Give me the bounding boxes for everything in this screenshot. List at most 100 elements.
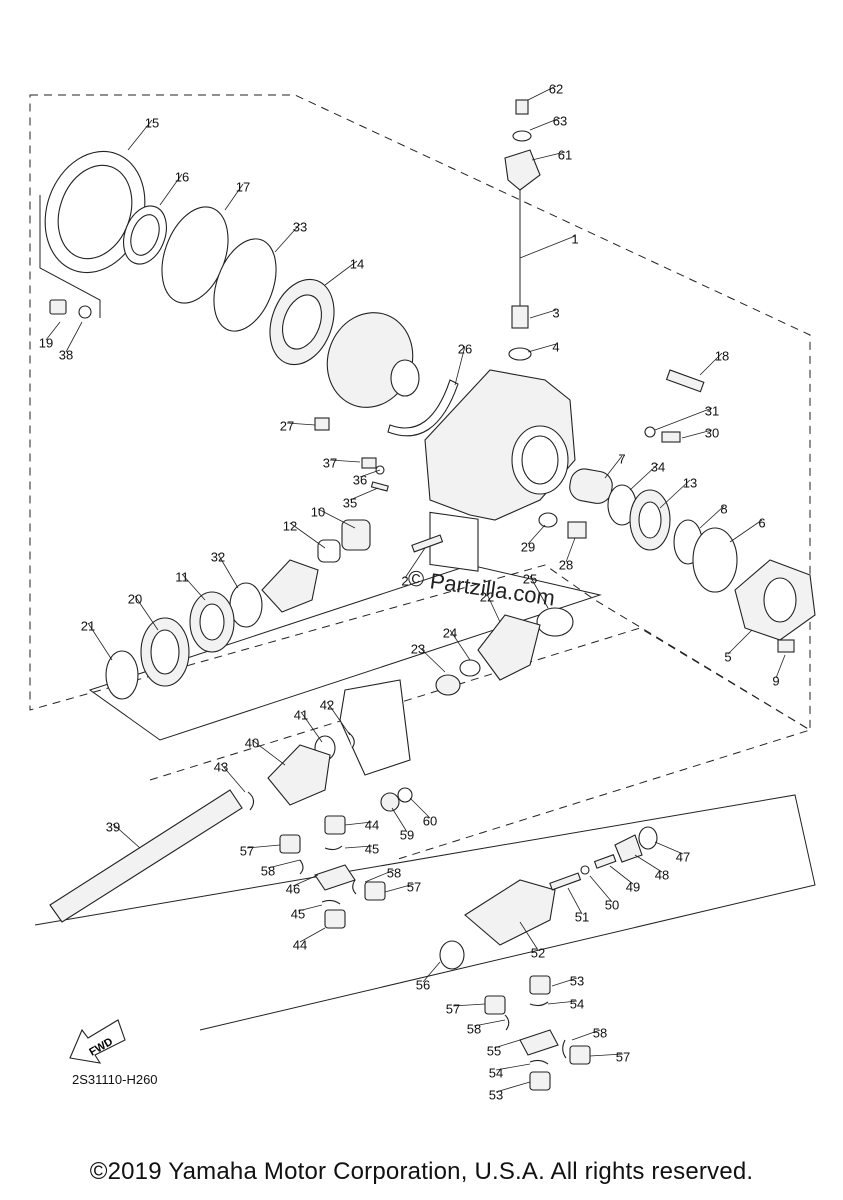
leader-line-3 — [529, 309, 557, 319]
callout-49: 49 — [626, 879, 640, 894]
callout-10: 10 — [311, 504, 325, 519]
part-12-collar — [317, 539, 341, 563]
part-44-bearing-top — [324, 815, 346, 835]
leader-line-6 — [729, 519, 763, 543]
leader-line-2 — [404, 547, 426, 579]
outline-left-cover — [39, 195, 101, 318]
callout-12: 12 — [283, 518, 297, 533]
part-26-shim — [387, 379, 459, 437]
leader-line-61 — [531, 151, 566, 161]
leader-line-33 — [274, 223, 301, 253]
callout-56: 56 — [416, 977, 430, 992]
part-37-bolt — [361, 457, 377, 469]
drive-shaft-parts — [49, 789, 658, 1091]
part-30-bolt — [661, 431, 681, 443]
leader-line-57 — [246, 844, 281, 849]
copyright-footer: ©2019 Yamaha Motor Corporation, U.S.A. A… — [89, 1158, 754, 1185]
callout-23: 23 — [411, 641, 425, 656]
part-44-bearing-bottom — [324, 909, 346, 929]
fwd-arrow-icon — [69, 1019, 126, 1064]
part-57-bearing-b — [364, 881, 386, 901]
leader-line-1 — [519, 235, 576, 259]
leader-line-56 — [422, 961, 441, 983]
pinion-group-parts — [105, 519, 574, 700]
callout-1: 1 — [571, 231, 578, 246]
leader-line-12 — [289, 522, 326, 549]
leader-line-53 — [551, 977, 578, 987]
part-61-cap — [504, 149, 541, 191]
leader-line-21 — [87, 622, 113, 661]
callout-44: 44 — [293, 937, 307, 952]
callout-15: 15 — [145, 115, 159, 130]
part-53-bearing-bottom — [529, 1071, 551, 1091]
part-19-bolt — [49, 299, 67, 315]
part-21-circlip — [105, 650, 139, 700]
callout-37: 37 — [323, 455, 337, 470]
leader-line-36 — [359, 469, 381, 478]
callout-leaders — [45, 85, 786, 1093]
leader-line-14 — [324, 260, 358, 286]
leader-line-43 — [220, 763, 246, 793]
part-24-washer — [459, 659, 481, 677]
leader-line-54 — [547, 1000, 578, 1005]
leader-line-7 — [604, 455, 623, 479]
callout-63: 63 — [553, 113, 567, 128]
part-10-bearing — [341, 519, 371, 551]
leader-line-58 — [473, 1019, 506, 1027]
part-32-shim — [229, 582, 263, 628]
callout-42: 42 — [320, 697, 334, 712]
leader-line-62 — [527, 85, 557, 101]
part-49-collar — [593, 854, 617, 869]
callout-25: 25 — [523, 571, 537, 586]
leader-line-9 — [775, 654, 786, 679]
exploded-parts-diagram: 1234567891011121314151617181920212223242… — [29, 81, 816, 1102]
callout-9: 9 — [772, 673, 779, 688]
callout-51: 51 — [575, 909, 589, 924]
callout-48: 48 — [655, 867, 669, 882]
callout-58: 58 — [387, 865, 401, 880]
callout-39: 39 — [106, 819, 120, 834]
callout-5: 5 — [724, 649, 731, 664]
leader-line-57 — [452, 1003, 486, 1007]
part-43-circlip — [247, 791, 255, 811]
leader-line-22 — [486, 593, 501, 623]
callout-57: 57 — [446, 1001, 460, 1016]
callout-35: 35 — [343, 495, 357, 510]
callout-54: 54 — [570, 996, 584, 1011]
callout-4: 4 — [552, 339, 559, 354]
part-35-dowel — [370, 481, 389, 492]
part-2-stud — [411, 534, 444, 553]
part-18-bolt — [665, 369, 705, 393]
callout-11: 11 — [175, 569, 189, 584]
leader-line-17 — [224, 183, 244, 211]
leader-line-11 — [181, 573, 206, 601]
part-62-bolt — [515, 99, 529, 115]
part-59-nut — [380, 792, 400, 812]
leader-line-37 — [329, 459, 361, 463]
callout-13: 13 — [683, 475, 697, 490]
callout-60: 60 — [423, 813, 437, 828]
diagram-code: 2S31110-H260 — [72, 1072, 158, 1087]
leader-line-5 — [727, 629, 753, 655]
callout-3: 3 — [552, 305, 559, 320]
callout-54: 54 — [489, 1065, 503, 1080]
callout-14: 14 — [350, 256, 364, 271]
part-27-bolt — [314, 417, 330, 431]
callout-58: 58 — [261, 863, 275, 878]
leader-line-50 — [589, 875, 613, 903]
callout-58: 58 — [593, 1025, 607, 1040]
callout-19: 19 — [39, 335, 53, 350]
part-54-circlip-bottom — [529, 1059, 549, 1065]
part-28-plug — [567, 521, 587, 539]
leader-line-59 — [391, 807, 408, 833]
part-60-washer — [397, 787, 413, 803]
callout-6: 6 — [758, 515, 765, 530]
left-cover-parts — [44, 150, 335, 366]
callout-40: 40 — [245, 735, 259, 750]
callout-44: 44 — [365, 817, 379, 832]
leader-line-53 — [495, 1081, 531, 1093]
fwd-arrow: FWD — [69, 1019, 126, 1064]
part-63-washer — [512, 130, 532, 142]
part-57-bearing-a — [279, 834, 301, 854]
callout-labels: 1234567891011121314151617181920212223242… — [39, 81, 780, 1102]
